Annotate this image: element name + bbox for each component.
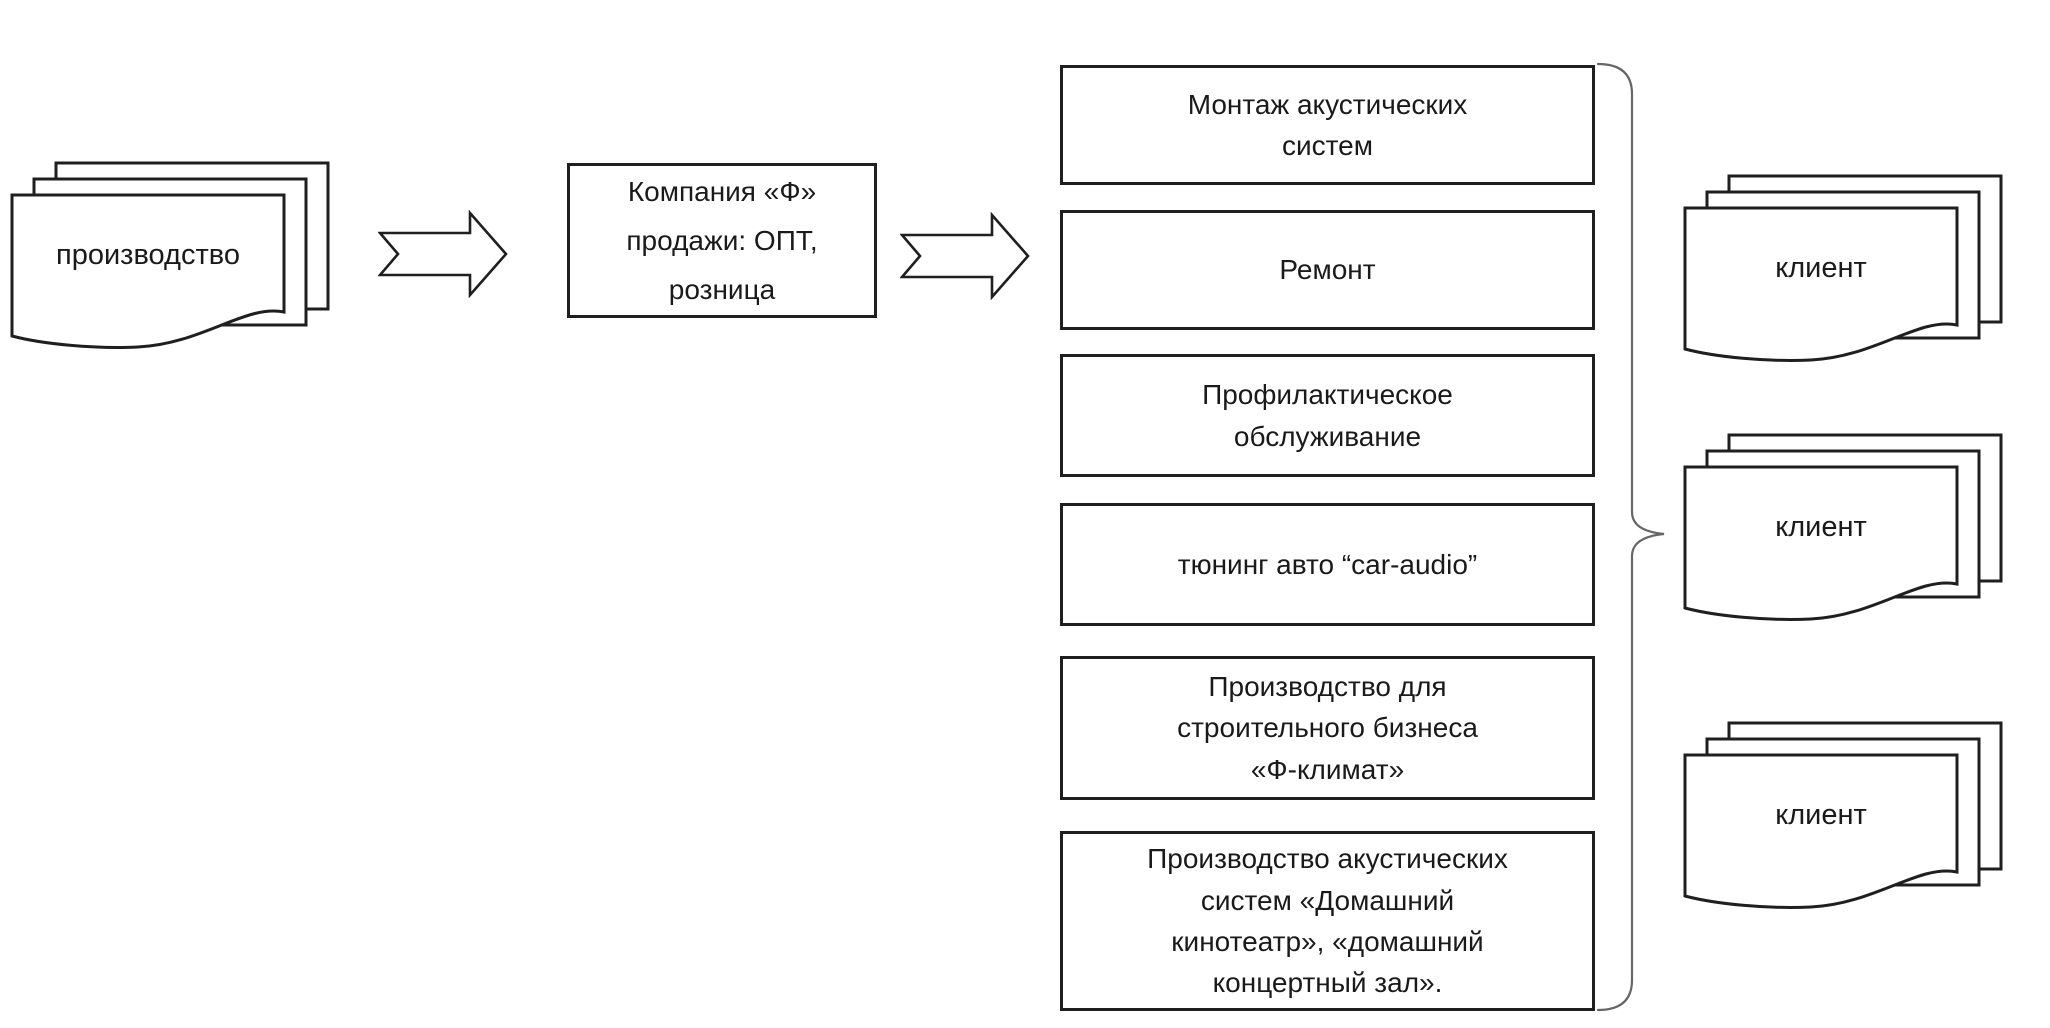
service-box-remont: Ремонт bbox=[1060, 210, 1595, 330]
service-label: Профилактическое обслуживание bbox=[1202, 379, 1453, 452]
service-label: Производство для строительного бизнеса «… bbox=[1177, 670, 1478, 785]
front-document-icon bbox=[1683, 465, 1959, 621]
client-label: клиент bbox=[1775, 798, 1867, 831]
production-doc-stack: производство bbox=[10, 160, 355, 365]
brace-path bbox=[1596, 62, 1665, 1012]
service-box-akustika: Производство акустических систем «Домашн… bbox=[1060, 831, 1595, 1011]
service-label: Ремонт bbox=[1279, 254, 1376, 286]
client-doc-stack-3: клиент bbox=[1683, 720, 2028, 925]
chevron-right-arrow-icon bbox=[378, 210, 508, 298]
front-document-icon bbox=[1683, 753, 1959, 909]
service-box-profilaktika: Профилактическое обслуживание bbox=[1060, 354, 1595, 477]
service-label: тюнинг авто “car-audio” bbox=[1177, 548, 1478, 580]
client-doc-stack-2: клиент bbox=[1683, 432, 2028, 637]
service-box-montazh: Монтаж акустических систем bbox=[1060, 65, 1595, 185]
client-label: клиент bbox=[1775, 510, 1867, 543]
company-label: Компания «Ф» продажи: ОПТ, розница bbox=[626, 176, 818, 305]
arrow-shape bbox=[378, 210, 508, 298]
multi-document-icon bbox=[1683, 721, 2003, 909]
service-box-f-klimat: Производство для строительного бизнеса «… bbox=[1060, 656, 1595, 800]
service-label: Монтаж акустических систем bbox=[1187, 88, 1468, 161]
client-label: клиент bbox=[1775, 251, 1867, 284]
multi-document-icon bbox=[1683, 433, 2003, 621]
service-label: Производство акустических систем «Домашн… bbox=[1147, 843, 1508, 999]
company-box: Компания «Ф» продажи: ОПТ, розница bbox=[567, 163, 877, 318]
production-label: производство bbox=[56, 238, 240, 271]
multi-document-icon bbox=[1683, 174, 2003, 362]
client-doc-stack-1: клиент bbox=[1683, 173, 2028, 378]
service-box-car-audio: тюнинг авто “car-audio” bbox=[1060, 503, 1595, 626]
chevron-right-arrow-icon bbox=[900, 212, 1030, 300]
front-document-icon bbox=[1683, 206, 1959, 362]
right-curly-brace-icon bbox=[1596, 62, 1665, 1012]
arrow-shape bbox=[900, 212, 1030, 300]
multi-document-icon bbox=[10, 161, 330, 349]
front-document-icon bbox=[10, 193, 286, 349]
